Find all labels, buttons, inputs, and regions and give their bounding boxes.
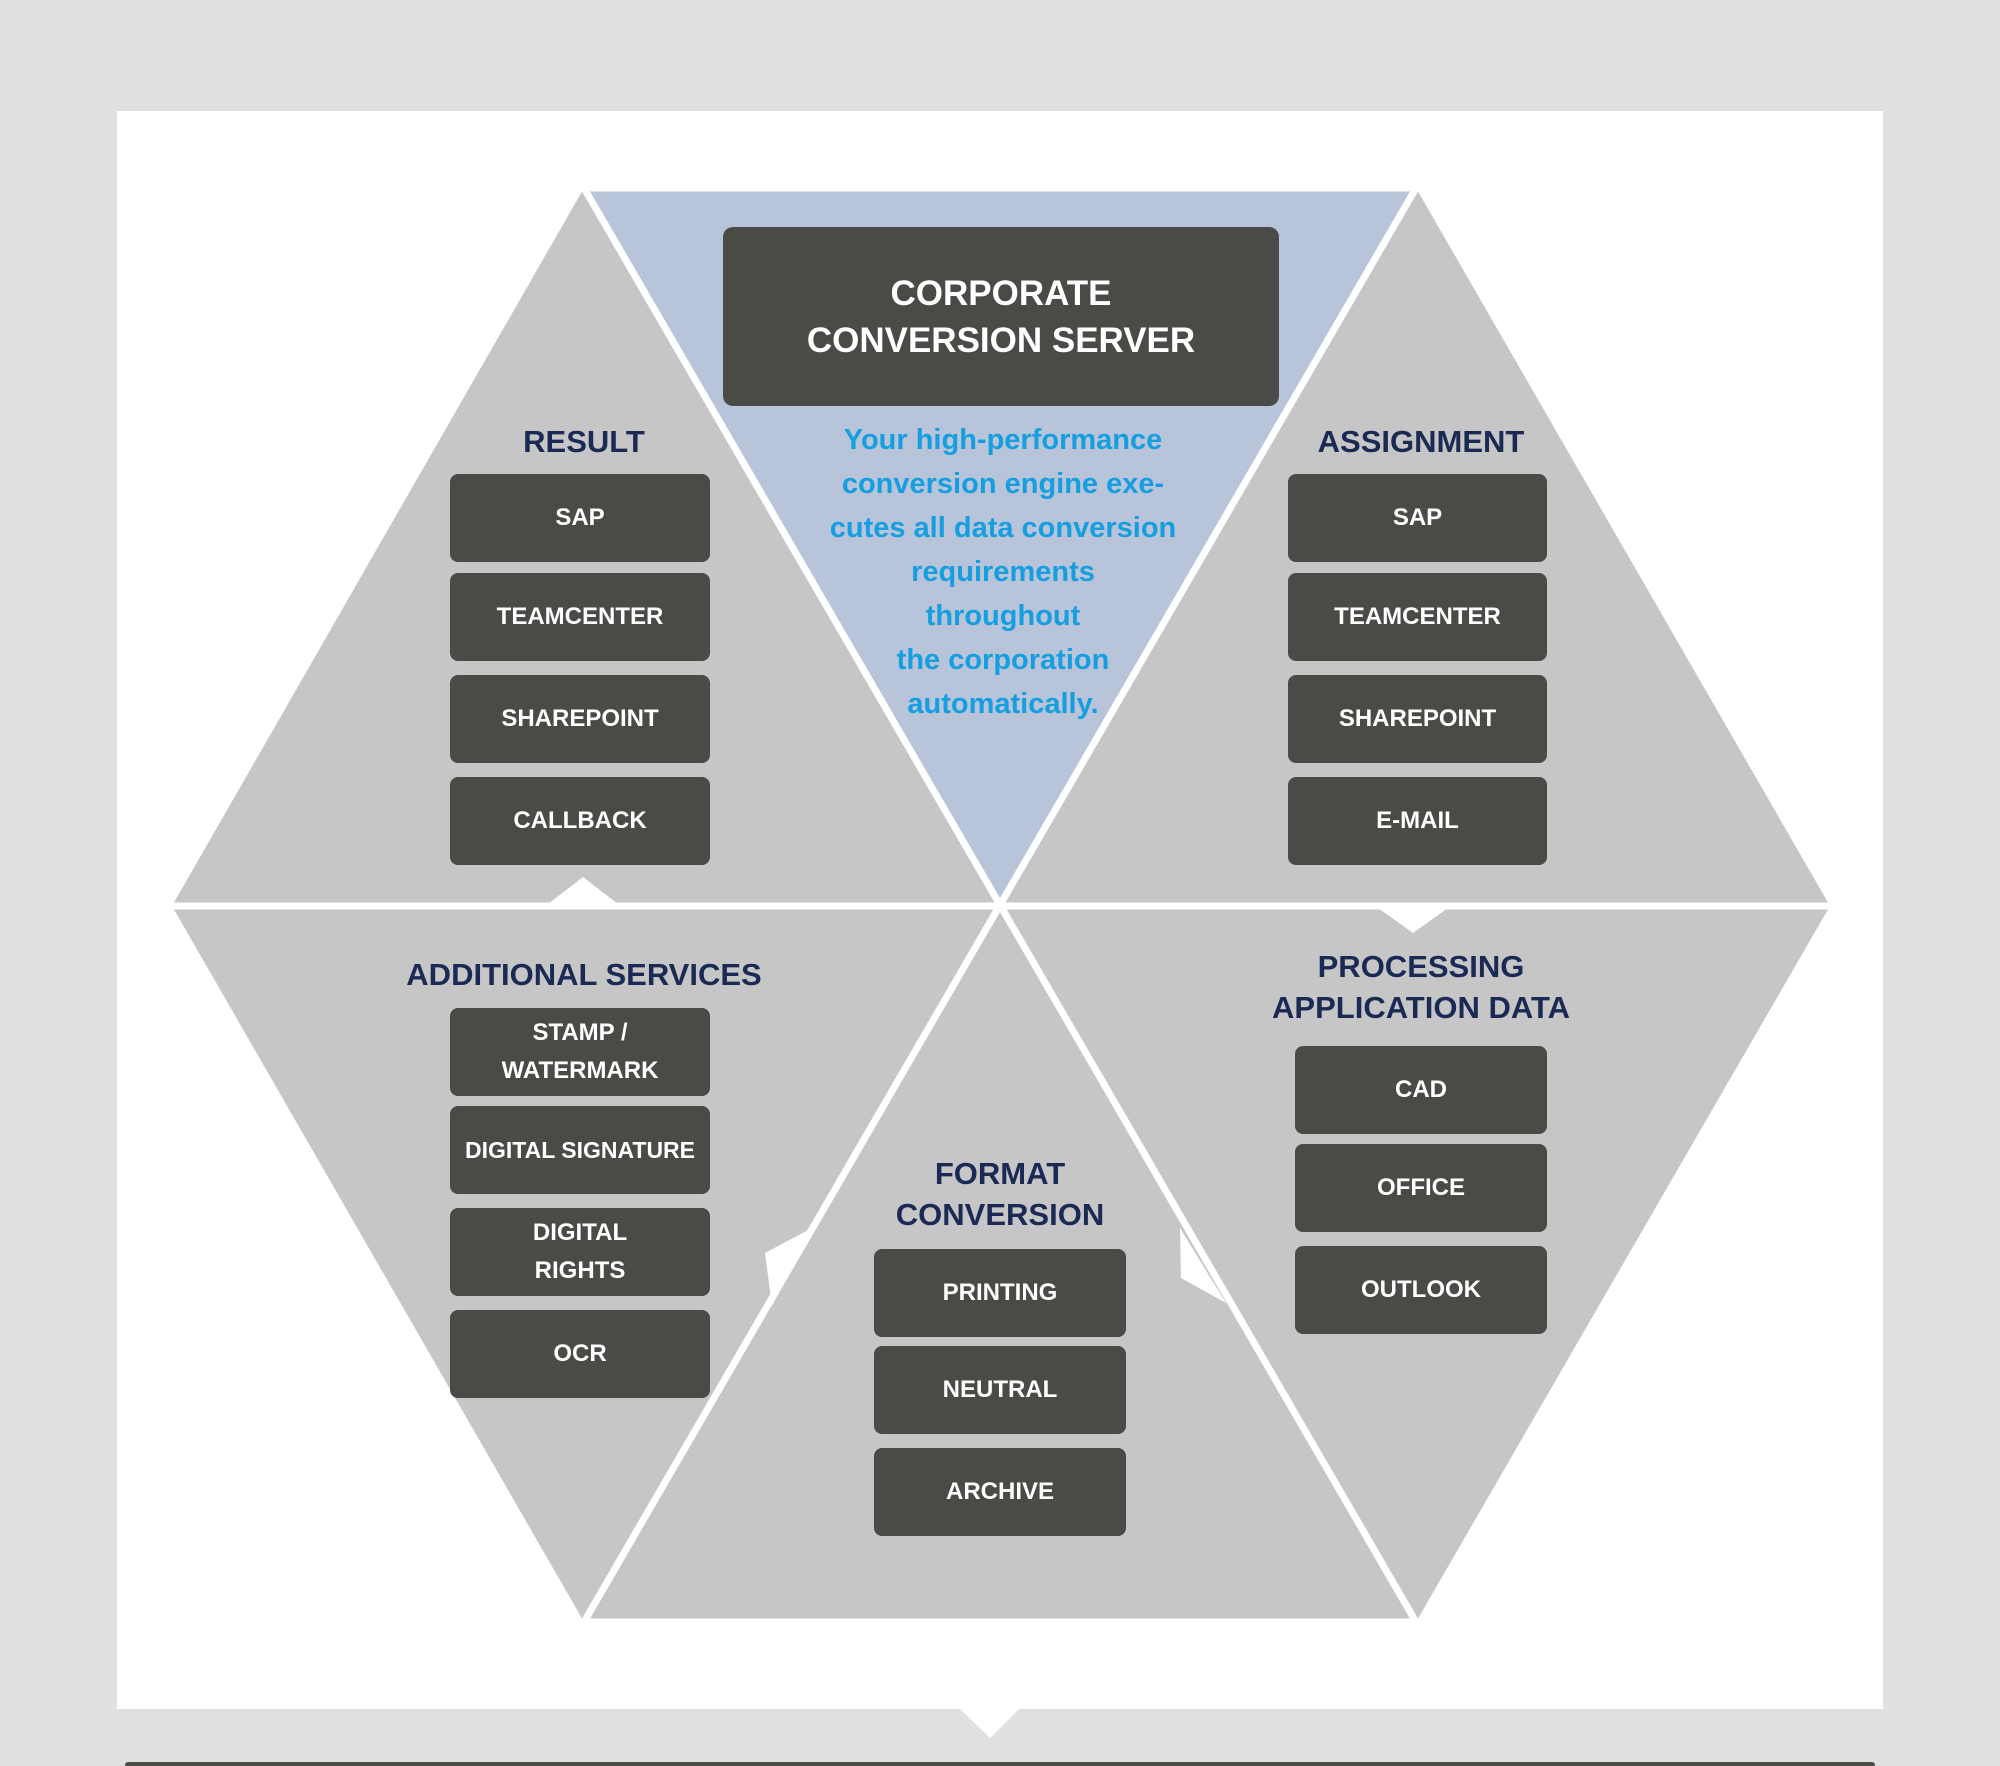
title-line: CONVERSION [895, 1197, 1105, 1232]
assignment-item-sharepoint: SHAREPOINT [1288, 675, 1547, 763]
additional-item-ocr: OCR [450, 1310, 710, 1398]
description-line: conversion engine exe- [841, 468, 1165, 500]
format-conversion-title: FORMAT CONVERSION [896, 1153, 1104, 1235]
panel-pointer [959, 1708, 1020, 1738]
additional-item-stamp-watermark: STAMP / WATERMARK [450, 1008, 710, 1096]
bottom-bar-edge [125, 1762, 1875, 1766]
format-item-printing: PRINTING [874, 1249, 1126, 1337]
processing-application-data-title: PROCESSING APPLICATION DATA [1272, 946, 1570, 1028]
assignment-title: ASSIGNMENT [1317, 424, 1525, 459]
additional-item-digital-rights: DIGITAL RIGHTS [450, 1208, 710, 1296]
description-line: Your high-performance [843, 424, 1163, 456]
result-item-callback: CALLBACK [450, 777, 710, 865]
description-line: requirements [911, 556, 1095, 588]
center-title-line: CORPORATE [890, 273, 1112, 313]
assignment-item-email: E-MAIL [1288, 777, 1547, 865]
additional-item-digital-signature: DIGITAL SIGNATURE [450, 1106, 710, 1194]
additional-services-title: ADDITIONAL SERVICES [406, 957, 762, 992]
processing-item-cad: CAD [1295, 1046, 1547, 1134]
description-line: automatically. [907, 688, 1099, 720]
hexagon-dividers [160, 184, 1840, 1626]
processing-item-office: OFFICE [1295, 1144, 1547, 1232]
result-title: RESULT [523, 424, 645, 459]
description-line: the corporation [896, 644, 1110, 676]
result-item-sap: SAP [450, 474, 710, 562]
center-title-line: CONVERSION SERVER [806, 320, 1196, 360]
flow-arrows [548, 877, 1448, 1306]
description-line: cutes all data conversion [829, 512, 1177, 544]
result-item-teamcenter: TEAMCENTER [450, 573, 710, 661]
format-item-archive: ARCHIVE [874, 1448, 1126, 1536]
processing-item-outlook: OUTLOOK [1295, 1246, 1547, 1334]
title-line: PROCESSING [1317, 949, 1525, 984]
center-description: Your high-performance conversion engine … [780, 418, 1226, 726]
result-item-sharepoint: SHAREPOINT [450, 675, 710, 763]
format-item-neutral: NEUTRAL [874, 1346, 1126, 1434]
assignment-item-sap: SAP [1288, 474, 1547, 562]
title-line: FORMAT [934, 1156, 1066, 1191]
description-line: throughout [925, 600, 1081, 632]
assignment-item-teamcenter: TEAMCENTER [1288, 573, 1547, 661]
title-line: APPLICATION DATA [1272, 990, 1570, 1025]
corporate-conversion-server-box: CORPORATE CONVERSION SERVER [723, 227, 1279, 406]
